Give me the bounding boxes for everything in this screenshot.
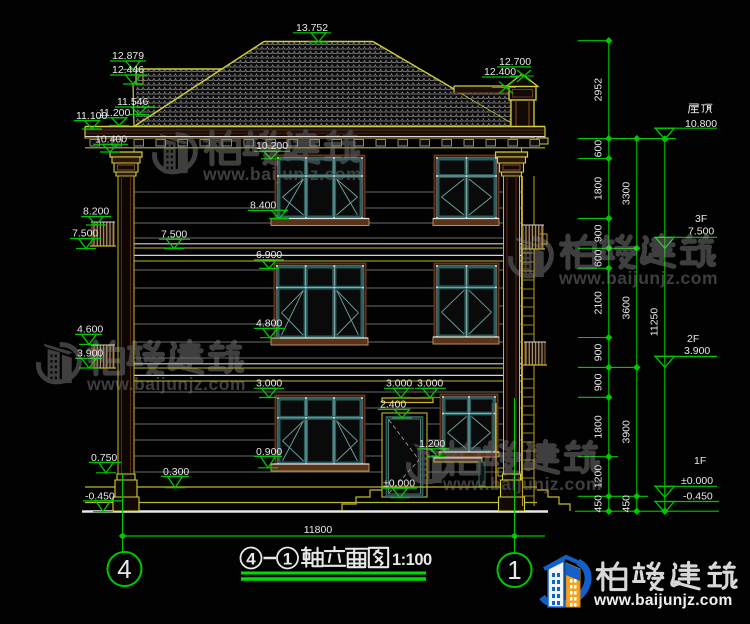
svg-text:6.900: 6.900	[256, 249, 282, 261]
svg-text:11.200: 11.200	[99, 107, 130, 119]
svg-text:7.500: 7.500	[161, 229, 187, 241]
svg-text:11800: 11800	[304, 524, 333, 536]
svg-text:8.200: 8.200	[83, 206, 109, 218]
svg-text:www.baijunjz.com: www.baijunjz.com	[202, 164, 362, 184]
svg-text:www.baijunjz.com: www.baijunjz.com	[558, 268, 718, 288]
svg-text:2F: 2F	[687, 333, 699, 345]
svg-text:2.400: 2.400	[380, 399, 406, 411]
svg-text:-0.450: -0.450	[85, 491, 115, 503]
svg-text:12.446: 12.446	[112, 64, 144, 76]
svg-text:3.000: 3.000	[386, 378, 412, 390]
svg-text:±0.000: ±0.000	[383, 478, 415, 490]
svg-text:3.900: 3.900	[684, 345, 710, 357]
svg-text:0.900: 0.900	[256, 446, 282, 458]
svg-text:450: 450	[620, 495, 632, 513]
svg-text:1:100: 1:100	[392, 551, 432, 569]
svg-text:1F: 1F	[694, 455, 706, 467]
svg-text:4: 4	[117, 554, 131, 584]
svg-text:www.baijunjz.com: www.baijunjz.com	[442, 474, 602, 494]
svg-text:3.000: 3.000	[417, 378, 443, 390]
svg-text:www.baijunjz.com: www.baijunjz.com	[593, 592, 733, 609]
svg-text:11.546: 11.546	[117, 96, 148, 108]
svg-text:-0.450: -0.450	[683, 491, 713, 503]
svg-text:2952: 2952	[592, 78, 604, 102]
svg-text:www.baijunjz.com: www.baijunjz.com	[86, 374, 246, 394]
svg-text:3F: 3F	[695, 213, 707, 225]
svg-text:±0.000: ±0.000	[681, 475, 713, 487]
svg-text:4: 4	[246, 550, 256, 569]
svg-text:900: 900	[592, 224, 604, 242]
svg-text:3600: 3600	[620, 296, 632, 320]
svg-text:2100: 2100	[592, 291, 604, 315]
svg-text:3.000: 3.000	[256, 378, 282, 390]
svg-text:12.879: 12.879	[112, 50, 144, 62]
svg-text:900: 900	[592, 344, 604, 362]
svg-text:1800: 1800	[592, 177, 604, 201]
svg-text:450: 450	[592, 495, 604, 513]
svg-text:11250: 11250	[648, 308, 660, 337]
svg-text:1800: 1800	[592, 415, 604, 439]
svg-text:10.400: 10.400	[95, 134, 127, 146]
svg-text:600: 600	[592, 140, 604, 158]
svg-text:11.100: 11.100	[76, 110, 107, 122]
svg-text:0.300: 0.300	[163, 466, 189, 478]
svg-text:900: 900	[592, 373, 604, 391]
svg-text:0.750: 0.750	[91, 452, 117, 464]
svg-text:1: 1	[507, 555, 521, 585]
svg-text:10.800: 10.800	[685, 118, 717, 130]
svg-text:4.600: 4.600	[77, 324, 103, 336]
svg-text:12.400: 12.400	[484, 66, 516, 78]
svg-text:12.700: 12.700	[499, 56, 531, 68]
svg-text:3900: 3900	[620, 420, 632, 444]
svg-text:3300: 3300	[620, 182, 632, 206]
svg-text:1: 1	[283, 550, 292, 569]
svg-text:13.752: 13.752	[296, 22, 328, 34]
svg-text:4.800: 4.800	[256, 318, 282, 330]
svg-text:7.500: 7.500	[72, 228, 98, 240]
svg-text:8.400: 8.400	[250, 200, 276, 212]
